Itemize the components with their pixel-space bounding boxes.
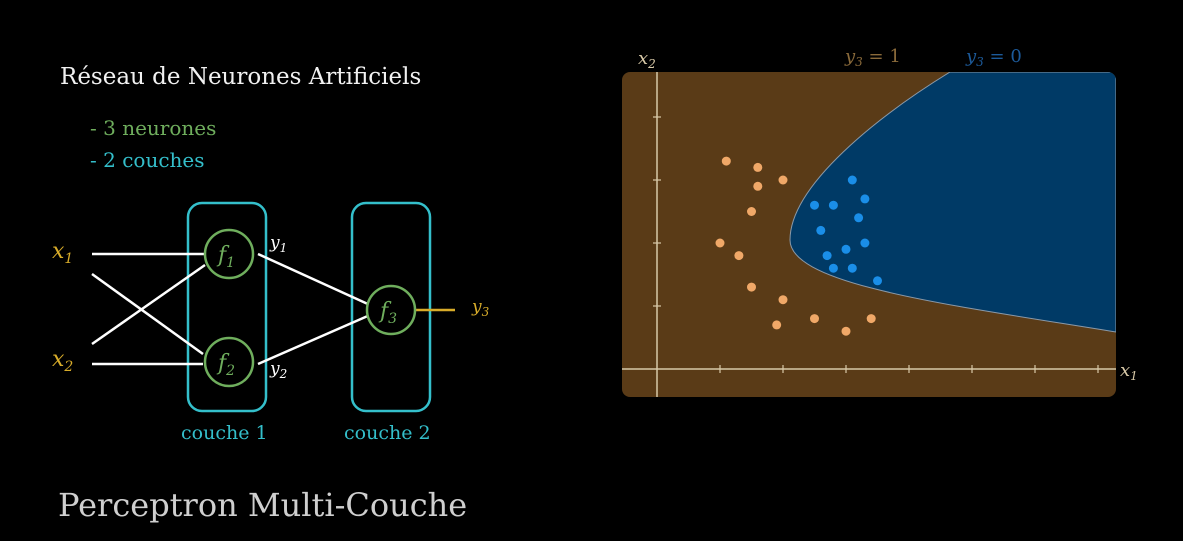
layer-2-label: couche 2 [344, 422, 431, 444]
x-axis-label: x1 [1120, 360, 1138, 383]
blue-point-1 [828, 200, 838, 210]
blue-point-3 [860, 194, 870, 204]
y-axis-label: x2 [638, 48, 656, 71]
output-y3: y3 [471, 297, 490, 319]
layer-1-box [186, 201, 268, 413]
region-label-y3-0: y3 = 0 [965, 46, 1022, 69]
neuron-f1 [203, 228, 255, 280]
orange-point-5 [715, 238, 725, 248]
page-title: Réseau de Neurones Artificiels [60, 64, 422, 90]
orange-point-0 [721, 156, 731, 166]
input-x1: x1 [52, 239, 73, 267]
orange-point-11 [841, 326, 851, 336]
bullet-neurons: - 3 neurones [90, 116, 217, 140]
blue-region [789, 72, 1116, 333]
blue-point-8 [860, 238, 870, 248]
data-points [715, 156, 882, 336]
orange-point-10 [810, 314, 819, 324]
orange-point-6 [734, 251, 744, 261]
orange-point-8 [778, 295, 788, 305]
bullet-layers: - 2 couches [90, 148, 205, 172]
output-y2: y2 [269, 359, 287, 381]
blue-point-10 [847, 263, 857, 273]
blue-point-9 [828, 263, 838, 273]
blue-point-2 [847, 175, 857, 185]
blue-point-11 [873, 276, 882, 286]
layer-2-box [350, 201, 432, 413]
blue-point-5 [816, 225, 826, 235]
axis-ticks [653, 116, 1099, 373]
neuron-f2 [203, 336, 255, 388]
blue-point-4 [854, 213, 864, 223]
blue-point-0 [810, 200, 819, 210]
orange-point-4 [747, 207, 756, 216]
network-diagram: f1 f2 f3 x1 x2 y1 y2 y3 couche 1 couche … [52, 201, 490, 444]
input-x2: x2 [52, 347, 73, 375]
orange-point-1 [753, 162, 763, 172]
layer-1-label: couche 1 [181, 422, 268, 444]
orange-point-2 [778, 175, 788, 185]
connections [91, 252, 371, 366]
orange-point-3 [753, 181, 763, 191]
orange-point-9 [772, 320, 782, 330]
output-y1: y1 [269, 233, 287, 255]
neuron-f3 [365, 284, 417, 336]
blue-point-7 [841, 244, 851, 254]
blue-point-6 [822, 251, 832, 261]
orange-point-7 [747, 282, 756, 292]
region-label-y3-1: y3 = 1 [844, 46, 901, 69]
orange-point-12 [866, 314, 876, 324]
subtitle: Perceptron Multi-Couche [58, 486, 468, 524]
